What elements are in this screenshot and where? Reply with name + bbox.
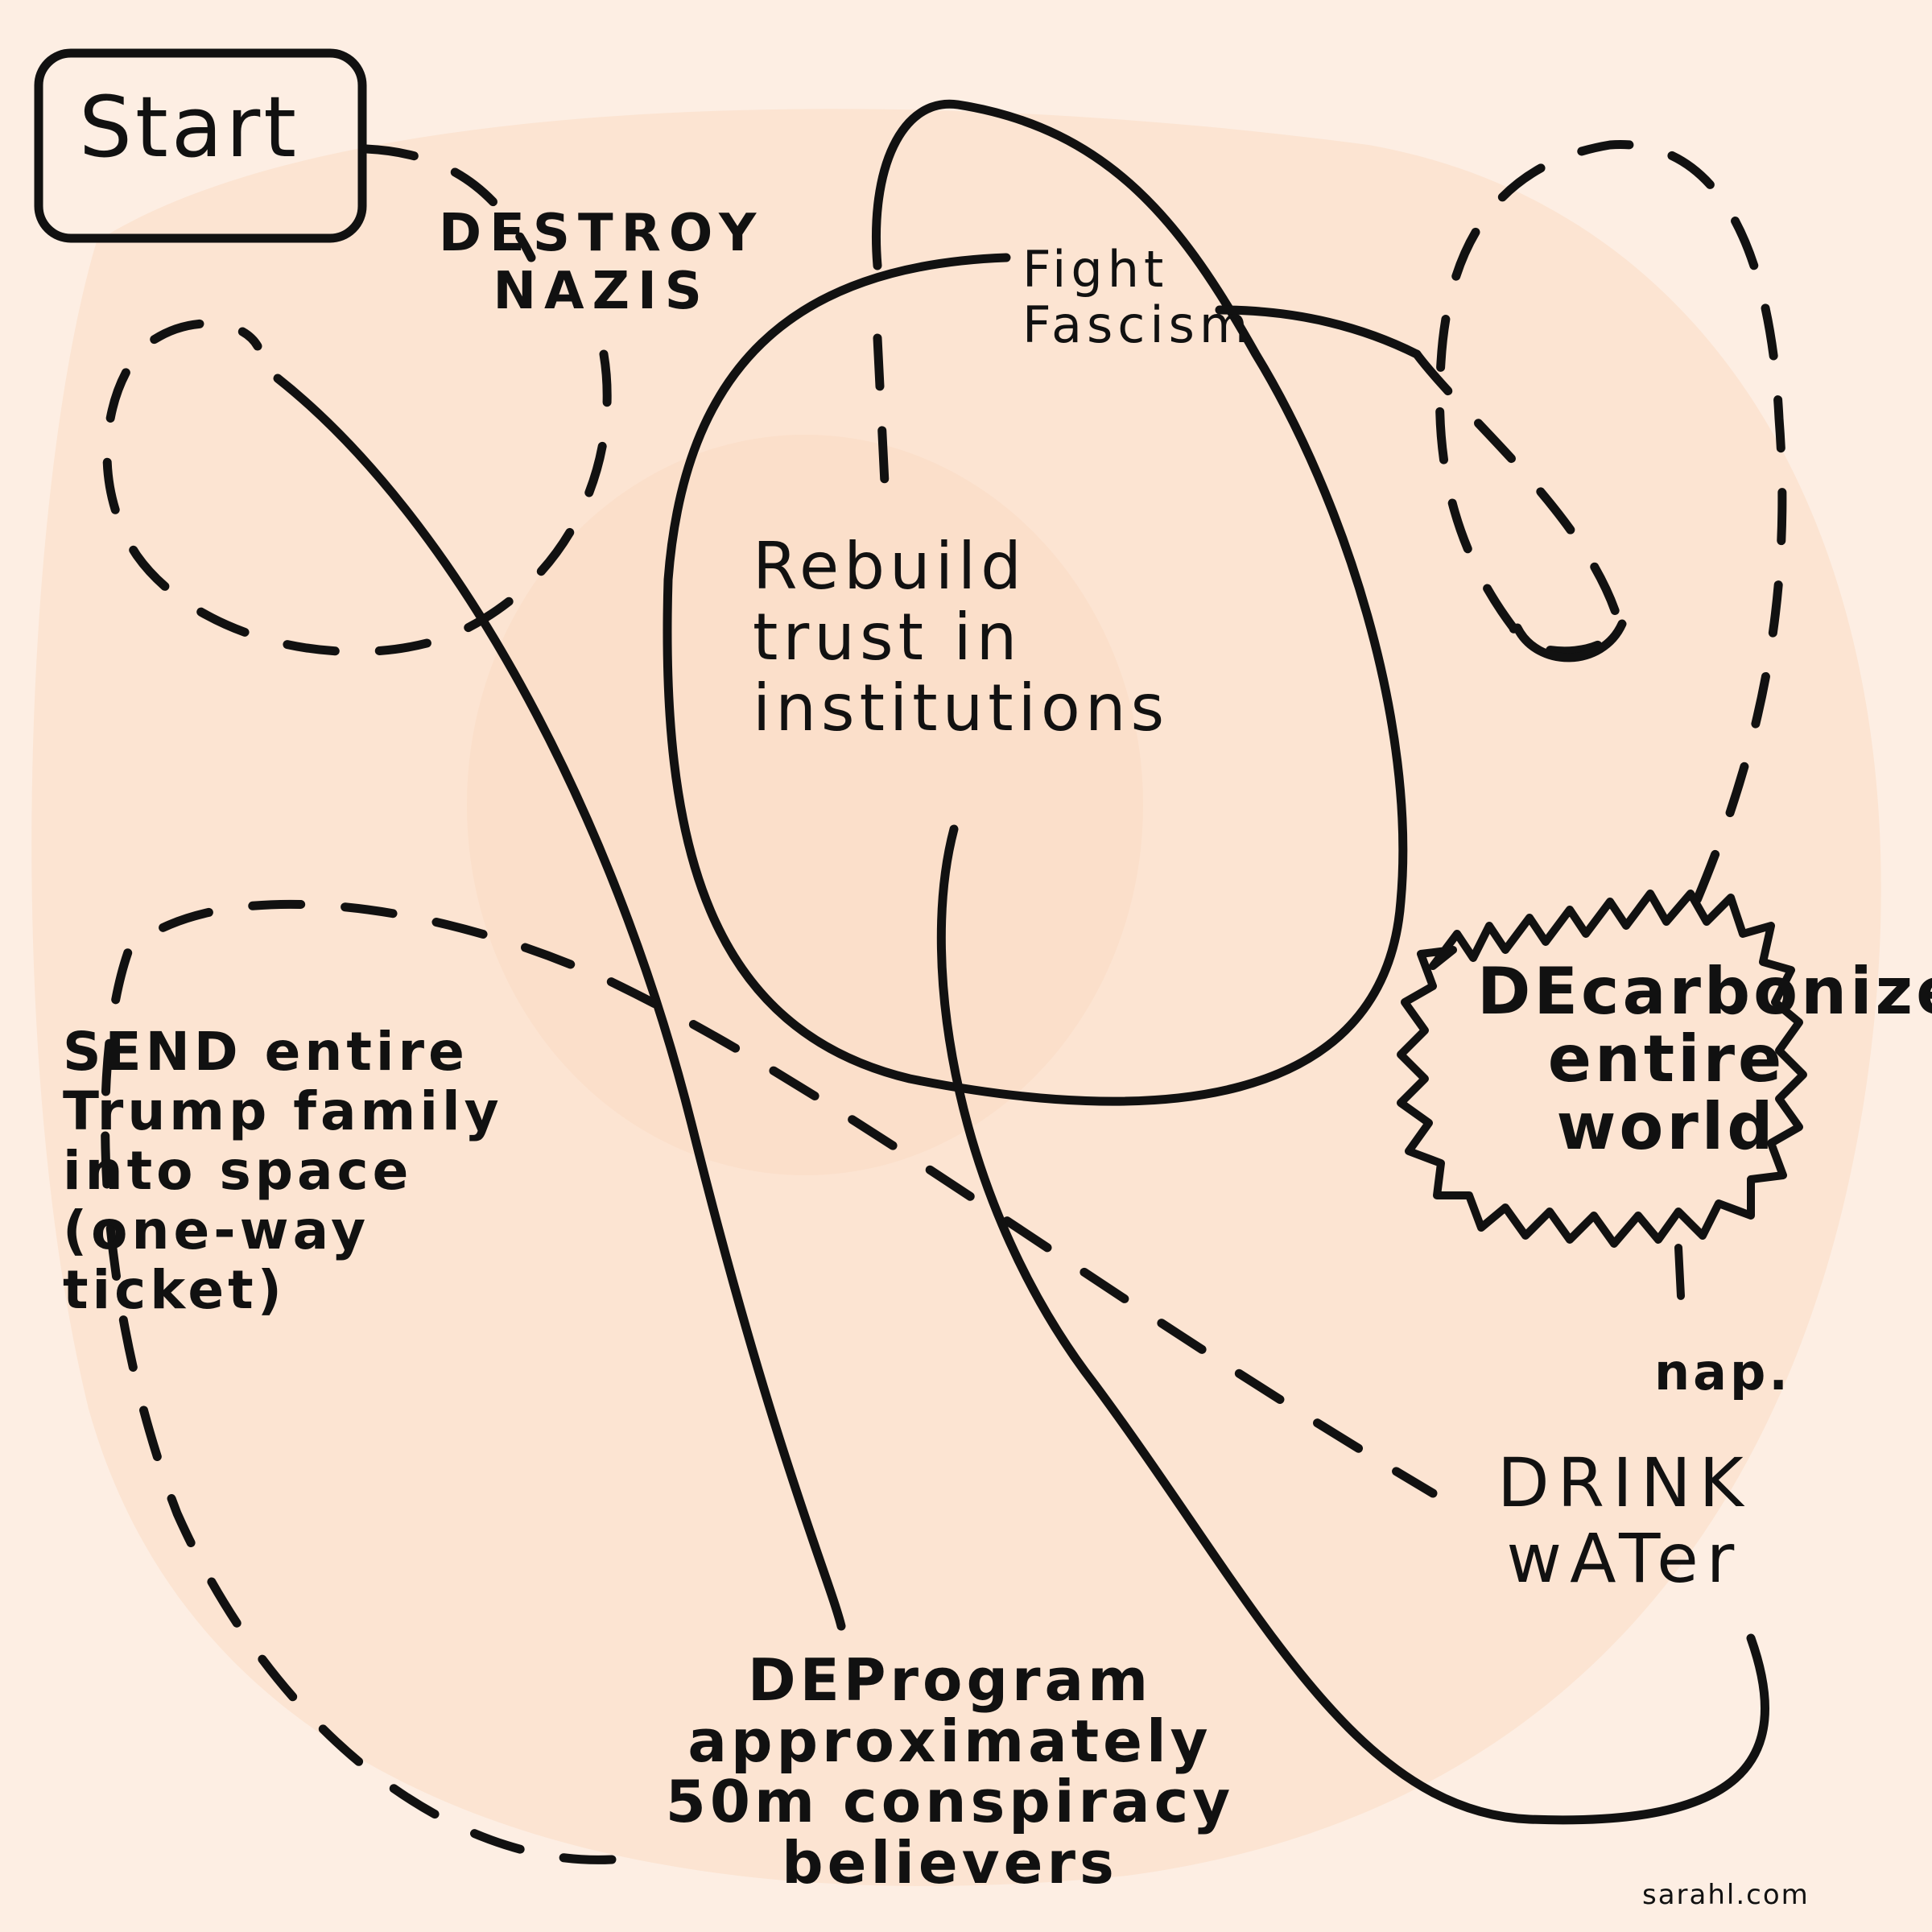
loop-destroy-nazis <box>102 319 612 657</box>
loop-decarbonize <box>1412 140 1787 939</box>
node-deprogram: DEProgram approximately 50m conspiracy b… <box>665 1646 1235 1897</box>
line-to-deprogram <box>273 374 846 1631</box>
node-fight-fascism: Fight Fascism <box>1022 240 1253 355</box>
node-decarbonize: DEcarbonize entire world <box>1477 954 1932 1164</box>
background-blob <box>31 109 1881 1887</box>
hook-right-loop <box>1513 619 1627 663</box>
line-rebuild-drink <box>936 824 1770 1825</box>
node-nap: nap. <box>1654 1343 1791 1402</box>
node-send-trump: SEND entire Trump family into space (one… <box>63 1021 503 1321</box>
connector-start-destroy <box>361 144 536 262</box>
node-drink-water: DRINK wATer <box>1497 1443 1752 1599</box>
start-box <box>34 48 367 243</box>
connector-decarbonize-nap <box>1674 1244 1686 1332</box>
credit-text: sarahl.com <box>1642 1879 1810 1911</box>
node-destroy-nazis: DESTROY NAZIS <box>439 204 765 321</box>
loop-fight-fascism <box>663 99 1408 1106</box>
node-rebuild-trust: Rebuild trust in institutions <box>753 529 1170 745</box>
node-start: Start <box>79 78 300 176</box>
decarbonize-cloud <box>1397 890 1807 1248</box>
connector-fight-rebuild <box>873 333 890 504</box>
loop-send-trump <box>101 899 1438 1864</box>
line-fight-right <box>1215 305 1422 359</box>
